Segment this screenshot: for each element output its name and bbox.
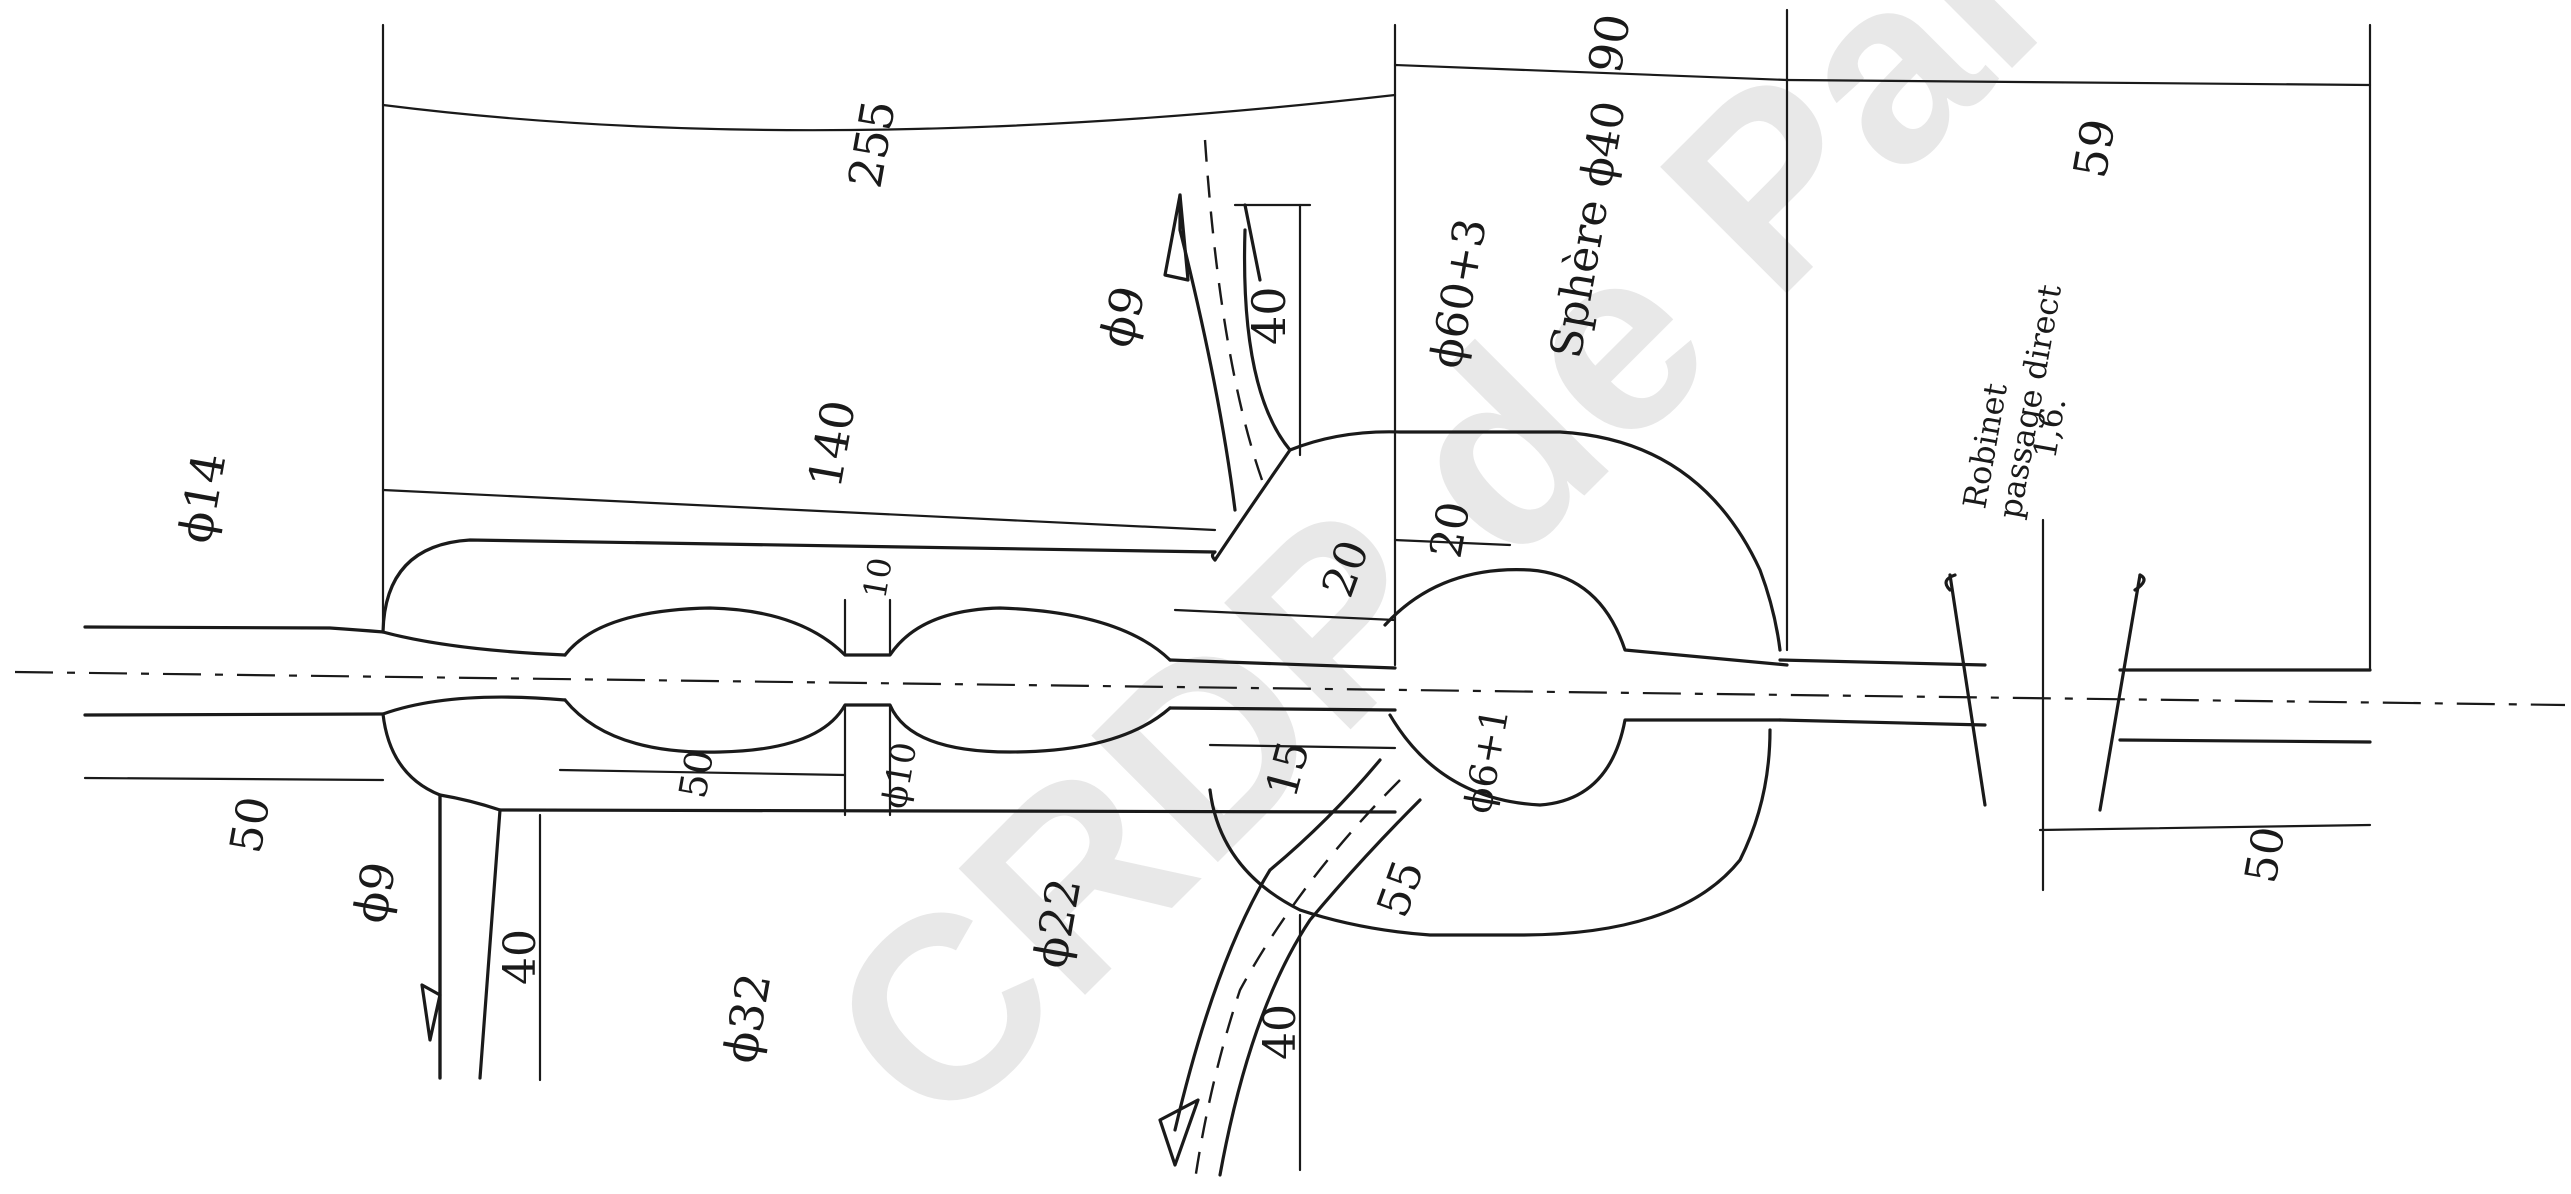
dim-40-top: 40 bbox=[1242, 286, 1296, 345]
extension-lines bbox=[381, 8, 2372, 672]
dim-50-right: 50 bbox=[2236, 823, 2296, 887]
dim-phi9-top: ϕ9 bbox=[1088, 280, 1156, 353]
side-tube-bottom bbox=[1158, 758, 1422, 1181]
watermark: CRDP de Paris bbox=[775, 0, 2264, 1180]
dim-20-a: 20 bbox=[1421, 498, 1481, 562]
dim-40-left: 40 bbox=[495, 929, 546, 985]
dim-10-top: 10 bbox=[855, 555, 899, 602]
dim-140: 140 bbox=[798, 396, 866, 492]
inlet-tube bbox=[83, 625, 385, 717]
chamber-long bbox=[381, 538, 1217, 1080]
dim-50-left: 50 bbox=[221, 793, 281, 857]
side-tube-left bbox=[420, 793, 1397, 1080]
center-axis bbox=[14, 670, 2566, 707]
dim-phi10: ϕ10 bbox=[874, 739, 925, 811]
dim-90: 90 bbox=[1578, 10, 1641, 77]
dim-255: 255 bbox=[838, 96, 906, 192]
dim-59: 59 bbox=[2063, 115, 2126, 182]
dim-40-bottom: 40 bbox=[1255, 1004, 1306, 1060]
dimension-lines bbox=[83, 63, 2372, 1172]
dim-phi9-left: ϕ9 bbox=[343, 858, 407, 927]
side-tube-top bbox=[1163, 139, 1292, 512]
dim-phi32: ϕ32 bbox=[713, 969, 782, 1067]
dim-55: 55 bbox=[1367, 854, 1434, 924]
outlet-tube bbox=[1778, 518, 2372, 892]
dim-phi14: ϕ14 bbox=[168, 449, 237, 547]
dim-50-mid: 50 bbox=[671, 746, 723, 801]
